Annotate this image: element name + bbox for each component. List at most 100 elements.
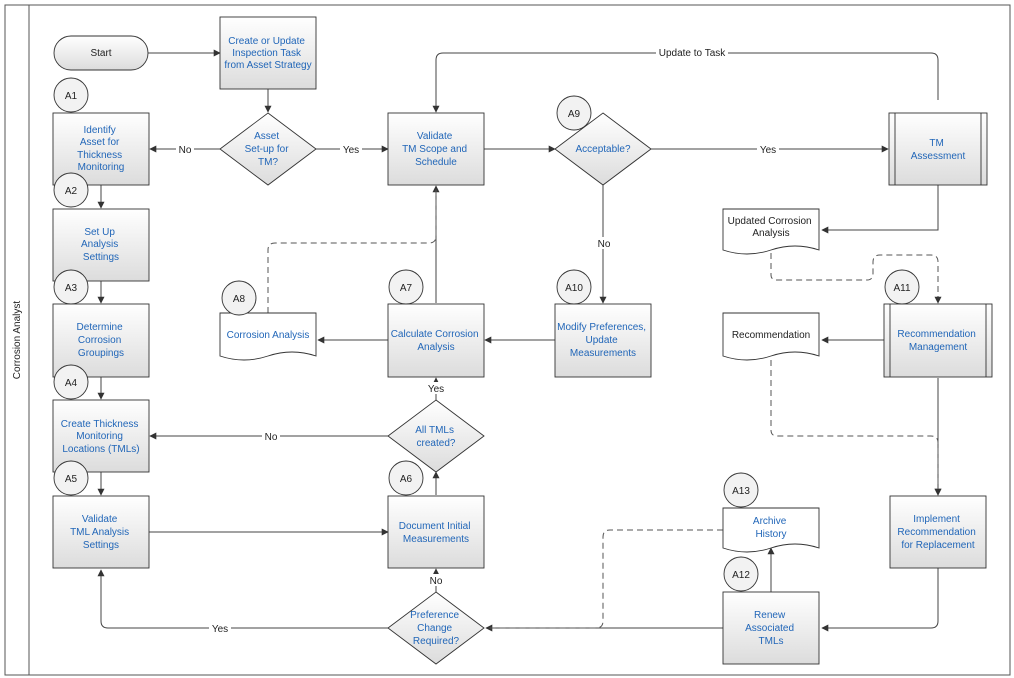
svg-text:Validate TML Analysis: Validate TML Analysis Settings [70, 514, 132, 551]
validate-tml-line-1: Validate [82, 514, 118, 525]
archive-history-line-1: Archive [753, 516, 787, 527]
create-tmls-line-3: Locations (TMLs) [62, 444, 139, 455]
svg-text:Asset Set-up for T: Asset Set-up for TM? [245, 131, 292, 168]
modify-preferences-line-1: Modify Preferences, [557, 322, 646, 333]
process-create-tmls: Create Thickness Monitoring Locations (T… [52, 399, 150, 473]
document-recommendation: Recommendation [722, 312, 820, 361]
step-marker-a13: A13 [723, 472, 759, 508]
setup-analysis-line-2: Analysis [81, 239, 118, 250]
svg-text:Validate TM Scope and: Validate TM Scope and Schedule [402, 131, 470, 168]
marker-a5-label: A5 [65, 474, 78, 485]
tm-assessment-line-2: Assessment [911, 151, 966, 162]
validate-tml-line-2: TML Analysis [70, 527, 129, 538]
edge-label-no-acceptable: No [598, 239, 611, 250]
svg-text:Set Up Analysis Se: Set Up Analysis Settings [81, 227, 121, 263]
process-identify-asset: Identify Asset for Thickness Monitoring [52, 112, 150, 186]
recommendation-mgmt-line-1: Recommendation [897, 329, 975, 340]
asset-setup-line-3: TM? [258, 157, 278, 168]
renew-tmls-line-1: Renew [754, 610, 786, 621]
edge-label-yes-asset: Yes [343, 145, 359, 156]
edge-labels: Update to Task No Yes Yes No Yes No No Y… [176, 46, 779, 635]
edge-label-yes-preference: Yes [212, 624, 228, 635]
edge-label-no-preference: No [430, 576, 443, 587]
determine-groupings-line-3: Groupings [78, 348, 124, 359]
step-marker-a5: A5 [53, 460, 89, 496]
marker-a8-label: A8 [233, 294, 246, 305]
step-marker-a9: A9 [556, 95, 592, 131]
validate-scope-line-2: TM Scope and [402, 144, 467, 155]
marker-a12-label: A12 [732, 570, 750, 581]
edge-label-update-to-task: Update to Task [659, 48, 727, 59]
marker-a3-label: A3 [65, 283, 78, 294]
decision-acceptable: Acceptable? [554, 112, 652, 186]
marker-a7-label: A7 [400, 283, 413, 294]
process-validate-scope: Validate TM Scope and Schedule [387, 112, 485, 186]
recommendation-mgmt-line-2: Management [909, 342, 968, 353]
document-archive-history: Archive History [722, 507, 820, 553]
implement-recommendation-line-1: Implement [913, 514, 960, 525]
process-document-initial: Document Initial Measurements [387, 495, 485, 569]
process-create-task: Create or Update Inspection Task from As… [219, 16, 317, 90]
all-tmls-line-1: All TMLs [415, 425, 454, 436]
preference-change-line-3: Required? [413, 636, 460, 647]
marker-a13-label: A13 [732, 486, 750, 497]
renew-tmls-line-2: Associated [745, 623, 794, 634]
setup-analysis-line-1: Set Up [84, 227, 115, 238]
svg-text:Archive History: Archive History [753, 516, 789, 540]
identify-asset-line-2: Asset for [80, 137, 120, 148]
updated-corrosion-line-1: Updated Corrosion [728, 216, 812, 227]
svg-text:All TMLs created?: All TMLs created? [415, 425, 457, 449]
implement-recommendation-line-3: for Replacement [901, 540, 975, 551]
identify-asset-line-4: Monitoring [78, 162, 125, 173]
marker-a11-label: A11 [893, 283, 910, 294]
subprocess-recommendation-management: Recommendation Management [883, 303, 993, 378]
asset-setup-line-1: Asset [254, 131, 279, 142]
process-implement-recommendation: Implement Recommendation for Replacement [889, 495, 987, 569]
step-marker-a8: A8 [221, 280, 257, 316]
archive-history-line-2: History [755, 529, 786, 540]
setup-analysis-line-3: Settings [83, 252, 119, 263]
process-modify-preferences: Modify Preferences, Update Measurements [554, 303, 652, 378]
validate-tml-line-3: Settings [83, 540, 119, 551]
subprocess-tm-assessment: TM Assessment [888, 112, 988, 186]
edge-label-yes-all-tmls: Yes [428, 384, 444, 395]
step-marker-a4: A4 [53, 364, 89, 400]
calculate-corrosion-line-1: Calculate Corrosion [391, 329, 479, 340]
create-task-line-2: Inspection Task [232, 48, 302, 59]
start-node: Start [53, 35, 149, 71]
all-tmls-line-2: created? [417, 438, 456, 449]
modify-preferences-line-2: Update [585, 335, 618, 346]
identify-asset-line-1: Identify [83, 125, 115, 136]
validate-scope-line-3: Schedule [415, 157, 457, 168]
svg-text:Renew Associated T: Renew Associated TMLs [745, 610, 797, 647]
decision-preference-change: Preference Change Required? [387, 591, 485, 665]
marker-a10-label: A10 [565, 283, 583, 294]
marker-a1-label: A1 [65, 91, 78, 102]
preference-change-line-1: Preference [410, 610, 459, 621]
lane-label: Corrosion Analyst [12, 301, 23, 380]
svg-text:Updated Corrosion Analys: Updated Corrosion Analysis [728, 216, 815, 239]
step-marker-a7: A7 [388, 269, 424, 305]
svg-text:Document Initial Measure: Document Initial Measurements [399, 521, 473, 545]
start-label: Start [90, 48, 111, 59]
document-corrosion-analysis: Corrosion Analysis [219, 312, 317, 361]
svg-text:Determine Corrosion: Determine Corrosion Groupings [77, 322, 126, 359]
validate-scope-line-1: Validate [417, 131, 453, 142]
corrosion-analysis-doc-label: Corrosion Analysis [227, 330, 310, 341]
svg-text:Calculate Corrosion Anal: Calculate Corrosion Analysis [391, 329, 482, 353]
tm-assessment-line-1: TM [929, 138, 943, 149]
process-renew-tmls: Renew Associated TMLs [722, 591, 820, 665]
create-tmls-line-2: Monitoring [76, 431, 123, 442]
marker-a4-label: A4 [65, 378, 78, 389]
marker-a6-label: A6 [400, 474, 413, 485]
svg-text:TM Assessment: TM Assessment [911, 138, 966, 162]
step-marker-a11: A11 [884, 269, 920, 305]
acceptable-label: Acceptable? [575, 144, 630, 155]
step-marker-a2: A2 [53, 172, 89, 208]
dashed-associations [267, 186, 942, 629]
step-marker-a6: A6 [388, 460, 424, 496]
decision-all-tmls-created: All TMLs created? [387, 399, 485, 473]
create-task-line-3: from Asset Strategy [224, 60, 311, 71]
renew-tmls-line-3: TMLs [759, 636, 784, 647]
